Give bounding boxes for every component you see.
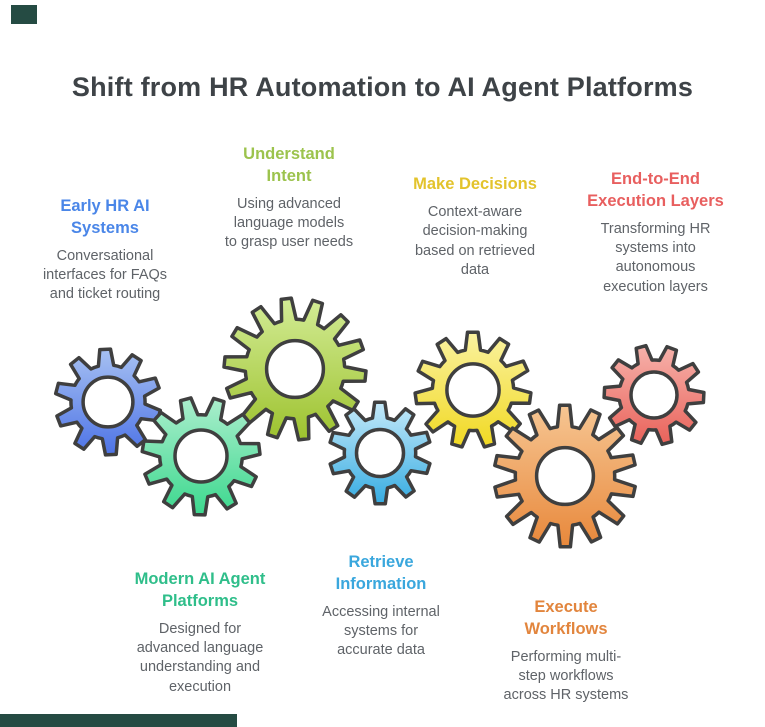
gear-understand-intent-hole	[264, 338, 326, 400]
section-early-hr-ai-systems: Early HR AI Systems Conversational inter…	[15, 196, 195, 305]
section-heading: Modern AI Agent Platforms	[134, 570, 266, 610]
section-retrieve-information: Retrieve Information Accessing internal …	[291, 552, 471, 661]
gear-retrieve-information	[328, 400, 432, 506]
section-body: Transforming HR systems into autonomous …	[600, 220, 711, 295]
section-understand-intent: Understand Intent Using advanced languag…	[199, 144, 379, 253]
gear-understand-intent	[222, 296, 368, 442]
section-heading: Early HR AI Systems	[60, 197, 150, 237]
section-end-to-end-execution-layers: End-to-End Execution Layers Transforming…	[558, 169, 753, 297]
section-make-decisions: Make Decisions Context-aware decision-ma…	[385, 174, 565, 280]
page-title: Shift from HR Automation to AI Agent Pla…	[71, 72, 694, 102]
bottom-progress-bar	[0, 714, 237, 727]
gear-retrieve-information-hole	[354, 427, 406, 479]
gear-execute-workflows	[493, 403, 637, 549]
corner-mark	[11, 5, 37, 24]
gear-end-to-end	[602, 343, 706, 447]
section-heading: End-to-End Execution Layers	[587, 170, 724, 210]
gear-make-decisions-hole	[445, 362, 501, 418]
section-body: Performing multi- step workflows across …	[503, 648, 629, 704]
section-heading: Make Decisions	[413, 175, 537, 193]
section-body: Conversational interfaces for FAQs and t…	[42, 247, 168, 303]
section-modern-ai-agent-platforms: Modern AI Agent Platforms Designed for a…	[105, 569, 295, 697]
section-body: Designed for advanced language understan…	[136, 620, 264, 695]
section-body: Context-aware decision-making based on r…	[414, 203, 536, 279]
section-heading: Understand Intent	[243, 145, 335, 185]
gear-modern-ai-agent	[140, 396, 262, 517]
section-heading: Retrieve Information	[335, 553, 427, 593]
gear-execute-workflows-hole	[534, 445, 596, 507]
gear-end-to-end-hole	[629, 370, 679, 420]
section-execute-workflows: Execute Workflows Performing multi- step…	[476, 597, 656, 706]
gear-early-hr-ai-hole	[81, 375, 135, 429]
section-heading: Execute Workflows	[524, 598, 608, 638]
section-body: Accessing internal systems for accurate …	[322, 603, 440, 659]
gear-early-hr-ai	[53, 347, 163, 457]
gear-modern-ai-agent-hole	[173, 428, 229, 484]
gear-make-decisions	[413, 330, 533, 449]
section-body: Using advanced language models to grasp …	[224, 195, 354, 251]
